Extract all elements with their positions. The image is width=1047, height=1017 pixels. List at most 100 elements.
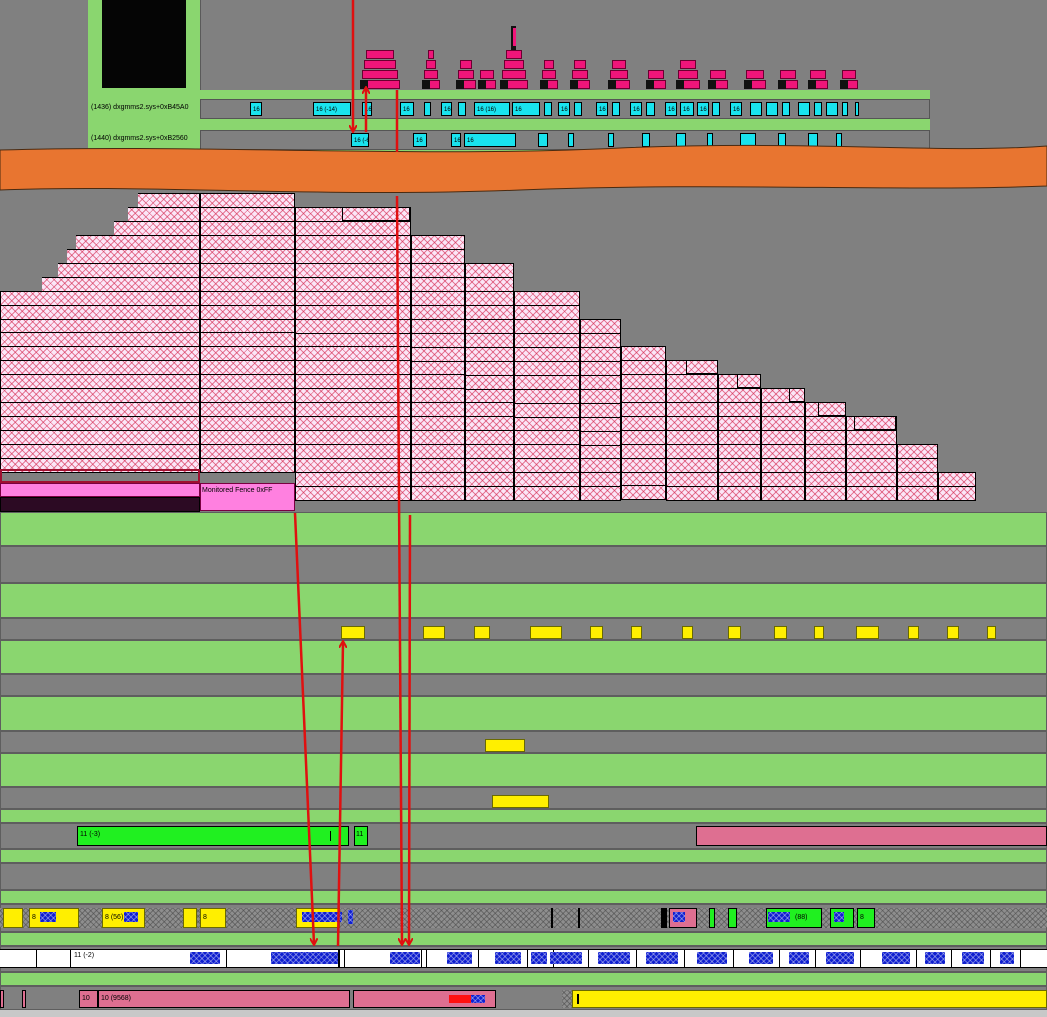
yellow-packet[interactable]	[908, 626, 919, 639]
queue-packet[interactable]	[718, 402, 761, 417]
cyan-packet[interactable]: 16	[512, 102, 540, 116]
magenta-packet[interactable]	[428, 50, 434, 59]
queue-packet[interactable]	[761, 444, 805, 459]
cyan-packet[interactable]	[814, 102, 822, 116]
queue-packet[interactable]	[465, 486, 514, 501]
magenta-packet[interactable]	[680, 60, 696, 69]
cyan-packet[interactable]	[646, 102, 655, 116]
queue-packet[interactable]	[621, 360, 666, 375]
queue-packet[interactable]	[718, 416, 761, 431]
queue-packet[interactable]	[514, 430, 580, 445]
queue-packet[interactable]	[514, 417, 580, 432]
cyan-packet[interactable]	[612, 102, 620, 116]
cyan-packet[interactable]	[826, 102, 838, 116]
queue-packet[interactable]	[295, 402, 411, 417]
yellow-packet[interactable]	[474, 626, 490, 639]
cyan-packet[interactable]	[544, 102, 552, 116]
yellow-packet[interactable]	[947, 626, 959, 639]
queue-packet[interactable]	[411, 430, 465, 445]
lime-packet[interactable]: 11 (-3)	[77, 826, 349, 846]
blue-hatched-packet[interactable]	[673, 912, 685, 922]
queue-packet[interactable]	[411, 402, 465, 417]
yellow-packet[interactable]: 8	[200, 908, 226, 928]
cyan-packet[interactable]: 16	[250, 102, 262, 116]
yellow-packet[interactable]	[814, 626, 824, 639]
magenta-packet[interactable]	[612, 60, 626, 69]
yellow-packet[interactable]	[485, 739, 525, 752]
magenta-packet[interactable]	[710, 70, 726, 79]
queue-packet[interactable]	[789, 388, 805, 402]
queue-packet[interactable]	[897, 444, 938, 459]
yellow-packet[interactable]	[682, 626, 693, 639]
monitored-fence-packet[interactable]: Monitored Fence 0xFF	[200, 483, 295, 511]
queue-packet[interactable]	[718, 430, 761, 445]
queue-packet[interactable]	[580, 417, 621, 432]
magenta-packet[interactable]	[513, 28, 516, 46]
queue-packet[interactable]	[718, 458, 761, 473]
queue-packet[interactable]	[938, 486, 976, 501]
magenta-packet[interactable]	[362, 70, 398, 79]
magenta-packet[interactable]	[572, 70, 588, 79]
yellow-packet[interactable]	[572, 990, 1047, 1008]
cyan-packet[interactable]	[574, 102, 582, 116]
yellow-packet[interactable]	[530, 626, 562, 639]
queue-packet[interactable]	[411, 249, 465, 264]
cyan-packet[interactable]	[538, 133, 548, 147]
cyan-packet[interactable]: 16 (-14)	[313, 102, 351, 116]
blue-hatched-packet[interactable]	[598, 952, 630, 964]
cyan-packet[interactable]: 16	[413, 133, 427, 147]
queue-packet[interactable]	[465, 277, 514, 292]
queue-packet[interactable]	[854, 416, 896, 430]
queue-packet[interactable]	[465, 333, 514, 348]
blue-hatched-packet[interactable]	[826, 952, 854, 964]
queue-packet[interactable]	[846, 430, 897, 445]
queue-packet[interactable]	[666, 430, 718, 445]
magenta-packet[interactable]	[424, 70, 438, 79]
yellow-packet[interactable]	[987, 626, 996, 639]
cyan-packet[interactable]	[608, 133, 614, 147]
yellow-packet[interactable]	[341, 626, 365, 639]
queue-packet[interactable]	[295, 486, 411, 501]
cyan-packet[interactable]: 16	[665, 102, 677, 116]
queue-packet[interactable]	[411, 416, 465, 431]
blue-hatched-packet[interactable]	[789, 952, 809, 964]
queue-packet[interactable]	[514, 319, 580, 334]
queue-packet[interactable]	[0, 458, 200, 473]
queue-packet[interactable]	[295, 430, 411, 445]
queue-packet[interactable]	[200, 388, 295, 403]
yellow-packet[interactable]	[183, 908, 197, 928]
queue-packet[interactable]	[666, 416, 718, 431]
queue-packet[interactable]	[200, 277, 295, 292]
queue-packet[interactable]	[580, 347, 621, 362]
queue-packet[interactable]	[0, 332, 200, 347]
queue-packet[interactable]	[200, 346, 295, 361]
magenta-packet[interactable]	[460, 60, 472, 69]
queue-packet[interactable]	[761, 402, 805, 417]
queue-packet[interactable]	[621, 472, 666, 487]
queue-packet[interactable]	[200, 360, 295, 375]
queue-packet[interactable]	[411, 333, 465, 348]
queue-packet[interactable]	[200, 207, 295, 222]
blue-hatched-packet[interactable]	[40, 912, 56, 922]
queue-packet[interactable]	[200, 263, 295, 278]
magenta-packet[interactable]	[780, 70, 796, 79]
queue-packet[interactable]	[0, 444, 200, 459]
queue-packet[interactable]	[411, 291, 465, 306]
queue-packet[interactable]	[514, 375, 580, 390]
queue-packet[interactable]	[465, 263, 514, 278]
lime-packet[interactable]	[709, 908, 715, 928]
cyan-packet[interactable]	[458, 102, 466, 116]
cyan-packet[interactable]	[782, 102, 790, 116]
rose-packet[interactable]	[0, 990, 4, 1008]
queue-packet[interactable]	[666, 472, 718, 487]
queue-packet[interactable]	[514, 333, 580, 348]
cyan-packet[interactable]: 16	[680, 102, 694, 116]
white-packet-label[interactable]: 11 (-2)	[74, 952, 95, 959]
magenta-packet[interactable]	[366, 50, 394, 59]
rose-packet[interactable]: 10	[79, 990, 98, 1008]
queue-packet[interactable]	[295, 277, 411, 292]
queue-packet[interactable]	[805, 444, 846, 459]
yellow-packet[interactable]	[856, 626, 879, 639]
queue-packet[interactable]	[718, 388, 761, 403]
yellow-packet[interactable]	[3, 908, 23, 928]
